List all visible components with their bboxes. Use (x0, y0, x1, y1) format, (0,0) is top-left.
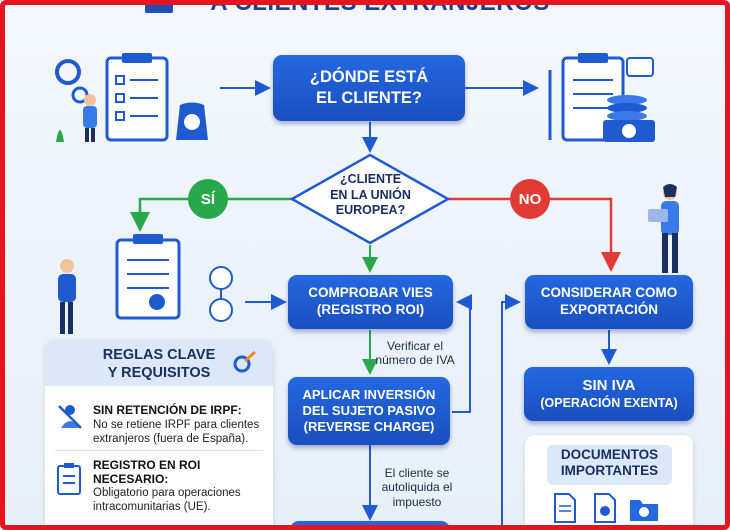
reverse-note-line2: autoliquida el (381, 480, 453, 495)
arrow-reverse-loop (452, 294, 472, 413)
flow-connectors (130, 80, 621, 525)
reverse-line3: (REVERSE CHARGE) (303, 419, 435, 435)
export-line1: CONSIDERAR COMO (540, 285, 678, 301)
documents-heading: DOCUMENTOS IMPORTANTES (547, 445, 672, 485)
reverse-line2: DEL SUJETO PASIVO (302, 402, 436, 418)
no-vat-line1: SIN IVA (582, 376, 636, 394)
rules-panel: REGLAS CLAVE Y REQUISITOS SIN RETENCIÓN … (45, 340, 273, 525)
no-withholding-icon (58, 405, 82, 429)
decision-diamond (289, 153, 451, 245)
checklist-icon (57, 463, 81, 495)
no-vat-line2: (OPERACIÓN EXENTA) (540, 395, 678, 410)
rule-irpf-text: No se retiene IRPF para clientes extranj… (93, 419, 260, 446)
question-box: ¿DÓNDE ESTÁ EL CLIENTE? (273, 55, 465, 121)
rule-roi-text: Obligatorio para operaciones intracomuni… (93, 487, 241, 514)
clipboard-illustration-left (55, 53, 208, 142)
decision-line1: ¿CLIENTE (339, 172, 402, 186)
rule-roi-title-line1: REGISTRO EN ROI (93, 458, 201, 472)
question-line2: EL CLIENTE? (315, 89, 423, 107)
title-badge-icon (145, 5, 173, 13)
no-badge: NO (510, 179, 550, 219)
arrow-yes-branch (130, 197, 293, 232)
vies-line1: COMPROBAR VIES (308, 285, 433, 301)
vies-box: COMPROBAR VIES (REGISTRO ROI) (288, 275, 453, 329)
documents-heading-line1: DOCUMENTOS (560, 447, 659, 462)
rule-roi-title-line2: NECESARIO: (93, 472, 169, 486)
export-line2: EXPORTACIÓN (559, 302, 658, 317)
vies-note: Verificar el número de IVA (375, 339, 455, 368)
page-title: A CLIENTES EXTRANJEROS (210, 0, 550, 16)
money-illustration-right (548, 53, 655, 142)
person-checklist-illustration (58, 234, 233, 334)
decision-text: ¿CLIENTE EN LA UNIÓN EUROPEA? (293, 172, 448, 219)
rule-irpf-title: SIN RETENCIÓN DE IRPF: (93, 403, 242, 417)
arrow-to-export (501, 294, 521, 525)
export-box: CONSIDERAR COMO EXPORTACIÓN (525, 275, 693, 329)
invoice-icon (594, 493, 616, 523)
no-vat-box: SIN IVA (OPERACIÓN EXENTA) (524, 367, 694, 421)
rules-heading-line1: REGLAS CLAVE (102, 347, 216, 363)
vies-note-line2: número de IVA (375, 353, 455, 368)
question-line1: ¿DÓNDE ESTÁ (309, 68, 429, 87)
documents-heading-line2: IMPORTANTES (560, 463, 659, 479)
gear-wrench-icon (233, 350, 257, 373)
documents-panel: DOCUMENTOS IMPORTANTES (525, 435, 693, 525)
rules-divider (55, 450, 263, 451)
decision-line2: EN LA UNIÓN (330, 187, 411, 202)
yes-badge: SÍ (188, 179, 228, 219)
decision-line3: EUROPEA? (335, 203, 406, 218)
person-laptop-illustration (648, 184, 679, 273)
reverse-charge-box: APLICAR INVERSIÓN DEL SUJETO PASIVO (REV… (288, 377, 450, 445)
document-icon (554, 493, 576, 523)
next-step-box (290, 521, 450, 525)
rules-heading-line2: Y REQUISITOS (107, 365, 211, 382)
reverse-note: El cliente se autoliquida el impuesto (377, 466, 457, 509)
reverse-note-line1: El cliente se (384, 466, 450, 480)
vies-note-line1: Verificar el (386, 339, 444, 353)
vies-line2: (REGISTRO ROI) (316, 302, 425, 317)
reverse-line1: APLICAR INVERSIÓN (302, 386, 436, 402)
reverse-note-line3: impuesto (392, 494, 442, 509)
folder-icon (630, 500, 658, 521)
arrow-no-branch (448, 197, 621, 272)
